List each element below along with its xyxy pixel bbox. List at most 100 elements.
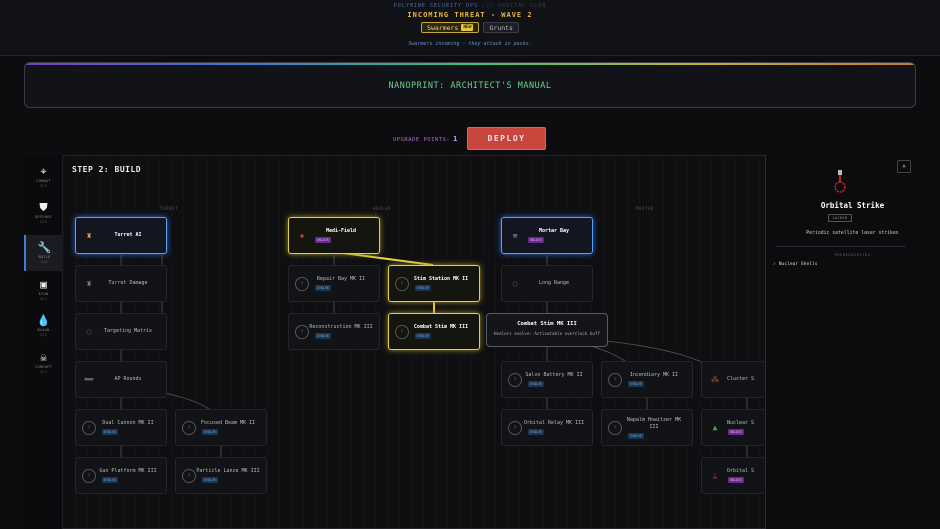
evolve-circle-icon: ? [295,324,309,339]
turret-damage-icon: ♜ [86,279,92,288]
tree-node[interactable]: ? Repair Bay MK II EVOLVE [288,265,380,302]
tree-node[interactable]: ➖AP Rounds [75,361,167,398]
range-icon: ◌ [512,279,518,288]
deploy-button[interactable]: DEPLOY [467,127,546,150]
cards-icon: ▣ [40,278,47,291]
node-label: Medi-Field [325,228,357,234]
sidebar-item-label: CORRUPT [35,365,52,369]
node-badge: EVOLVE [315,285,331,291]
node-badge: UNLOCK [728,477,744,483]
enemy-tab-grunts[interactable]: Grunts [483,22,519,33]
unmet-x-icon: ✗ [773,262,776,267]
node-label: Repair Bay MK II [316,276,366,282]
node-label: Turret AI [114,232,142,238]
tree-node[interactable]: ?Gun Platform MK III EVOLVE [75,457,167,494]
evolve-circle-icon: ? [608,372,622,387]
skull-icon: ☠ [40,351,47,364]
node-badge: EVOLVE [202,477,218,483]
evolve-circle-icon: ? [82,468,96,483]
locked-badge: LOCKED [828,214,852,222]
column-label-healer: HEALER [373,206,392,211]
blood-drop-icon: 💧 [36,314,51,327]
turret-icon: ♜ [86,231,92,240]
targeting-icon: ◌ [86,327,92,336]
nuke-icon: ▲ [712,423,718,432]
tooltip-description: Healers evolve: Activatable overclock bu… [494,331,600,336]
evolve-circle-icon: ? [82,420,96,435]
tree-node[interactable]: ?Reconstruction MK III EVOLVE [288,313,380,350]
column-label-mortar: MORTAR [636,206,655,211]
mortar-icon: ⚒ [512,231,518,240]
node-label: Dual Cannon MK II [102,420,154,426]
shield-icon: ⛊ [39,201,48,214]
close-button[interactable]: × [897,160,911,173]
evolve-circle-icon: ? [395,324,409,339]
node-badge: EVOLVE [628,432,644,439]
tree-node[interactable]: ◌ Targeting Matrix [75,313,167,350]
satellite-icon: ⍊ [712,471,718,480]
sidebar-item-count: 0/6 [41,260,48,264]
node-tooltip: Combat Stim MK III Healers evolve: Activ… [486,313,608,347]
node-badge: UNLOCK [728,429,744,435]
cluster-icon: ⁂ [711,375,719,384]
banner-title: NANOPRINT: ARCHITECT'S MANUAL [388,81,552,91]
upgrade-points-value: 1 [453,135,458,143]
tree-node[interactable]: ▲ Nuclear S UNLOCK [701,409,765,446]
node-badge: EVOLVE [102,477,118,483]
node-label: Long Range [538,280,570,286]
node-badge: UNLOCK [528,237,544,243]
prerequisites-title: PREREQUISITES [834,253,871,257]
sidebar-item-label: BLOOD [37,328,50,332]
manual-banner[interactable]: NANOPRINT: ARCHITECT'S MANUAL [24,62,916,108]
tree-node[interactable]: ◌ Long Range [501,265,593,302]
node-label: Orbital Relay MK III [523,420,585,426]
node-label: Orbital S [726,468,755,474]
sidebar-item-count: 0/3 [40,184,47,188]
enemy-tab-label: Grunts [489,23,513,32]
node-label: Turret Damage [108,280,148,286]
evolve-circle-icon: ? [508,420,522,435]
crosshair-icon: ⌖ [40,165,47,178]
node-label: Reconstruction MK III [309,324,373,330]
node-label: Mortar Bay [538,228,570,234]
node-badge: EVOLVE [315,333,331,339]
tree-node[interactable]: ⍊ Orbital S UNLOCK [701,457,765,494]
node-label: Napalm Howitzer MK III [626,416,682,430]
tree-node[interactable]: ♜ Turret AI [75,217,167,254]
tree-node[interactable]: ? Dual Cannon MK II EVOLVE [75,409,167,446]
bullet-icon: ➖ [84,375,94,384]
tree-node[interactable]: ⁂ Cluster S [701,361,765,398]
node-badge: EVOLVE [628,381,644,387]
tree-node[interactable]: ?Orbital Relay MK III EVOLVE [501,409,593,446]
node-label: Nuclear S [726,420,755,426]
tree-node[interactable]: ♜ Turret Damage [75,265,167,302]
enemy-tab-label: Swarmers [427,23,459,32]
evolve-circle-icon: ? [295,276,309,291]
node-label: Combat Stim MK III [413,324,469,330]
detail-description: Periodic satellite laser strikes [806,231,899,236]
ops-line: POLYMINE SECURITY OPS /// ORBITAL SCAN [0,3,940,9]
node-label: Cluster S [726,376,755,382]
node-badge: EVOLVE [528,429,544,435]
node-badge: EVOLVE [102,429,118,435]
sidebar-item-count: 0/3 [40,370,47,374]
ops-scan: ORBITAL SCAN [498,3,547,9]
node-label: Gun Platform MK III [99,468,157,474]
node-label: Targeting Matrix [103,328,153,334]
